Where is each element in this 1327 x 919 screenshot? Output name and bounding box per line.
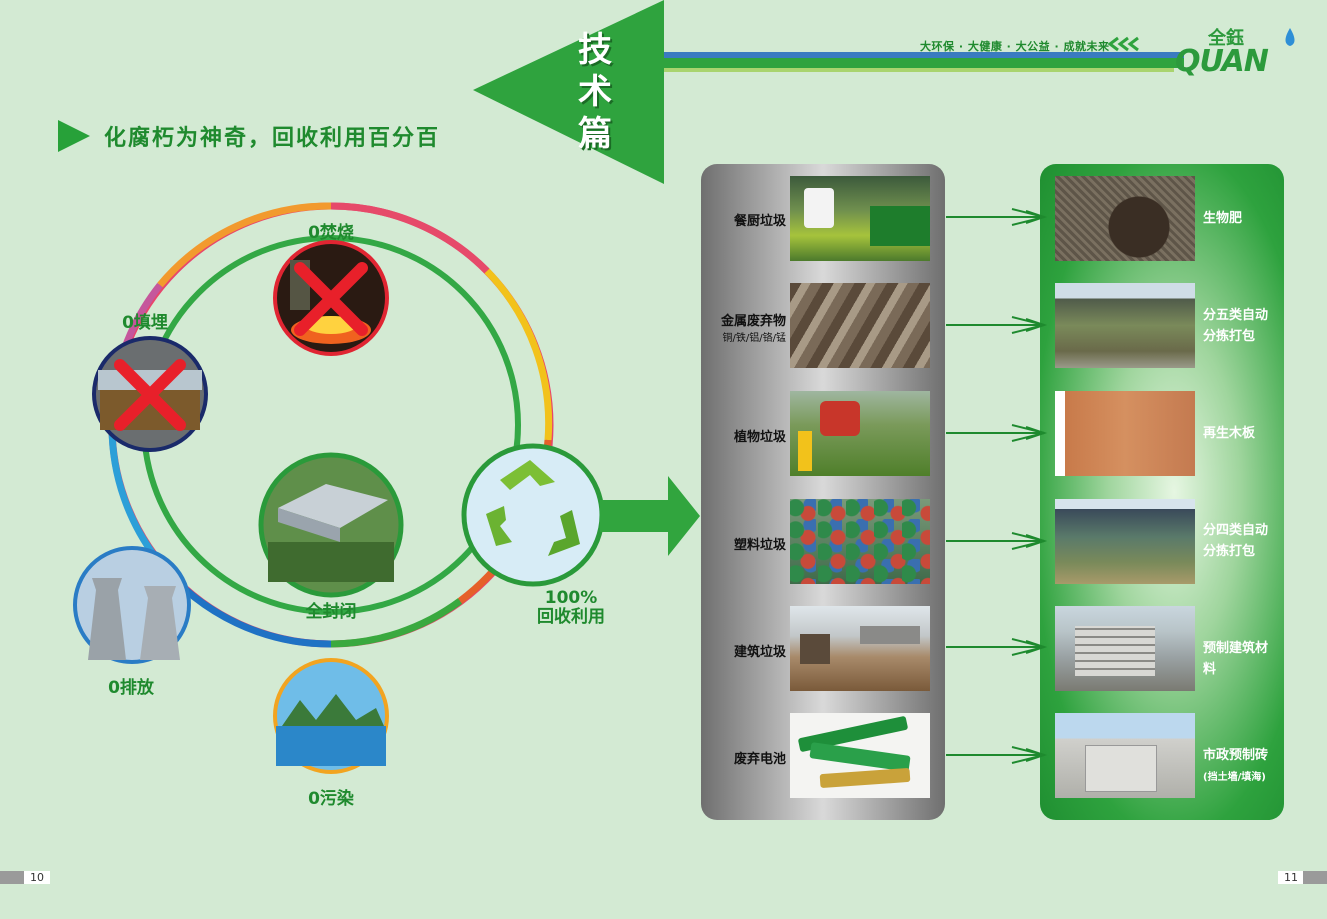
output-label: 生物肥 — [1203, 211, 1243, 226]
thumb-recycled-board — [1055, 391, 1195, 476]
page-number-right: 11 — [1278, 871, 1304, 884]
output-label: 分五类自动分拣打包 — [1203, 308, 1269, 344]
label-incineration: 0焚烧 — [308, 223, 354, 243]
input-label: 建筑垃圾 — [733, 645, 786, 660]
input-label: 金属废弃物 铜/铁/铝/铬/锰 — [696, 310, 786, 344]
header-stripe-light — [664, 68, 1174, 72]
recycle-icon — [461, 443, 605, 587]
output-label: 预制建筑材料 — [1203, 641, 1269, 677]
recycle-percent: 100% — [544, 588, 598, 608]
thumb-prefab-materials — [1055, 606, 1195, 691]
output-panel — [1040, 164, 1284, 820]
output-subtext: (挡土墙/填海) — [1203, 772, 1266, 783]
thumb-bio-fertilizer — [1055, 176, 1195, 261]
pollution-photo — [273, 658, 389, 774]
label-emission: 0排放 — [108, 678, 154, 698]
thumb-municipal-bricks — [1055, 713, 1195, 798]
landfill-photo — [92, 336, 208, 452]
output-label: 市政预制砖 (挡土墙/填海) — [1203, 745, 1283, 788]
ring-segment-yellow — [484, 268, 553, 441]
cycle-diagram — [73, 202, 700, 774]
thumb-plant-waste — [790, 391, 930, 476]
input-label: 植物垃圾 — [733, 430, 786, 445]
label-recycle: 100% 回收利用 — [526, 589, 616, 627]
water-drop-icon — [1285, 28, 1295, 46]
output-label: 再生木板 — [1203, 426, 1256, 441]
thumb-metal-bales — [1055, 283, 1195, 368]
logo-chinese: 全鈺 — [1208, 28, 1244, 49]
input-panel — [701, 164, 945, 820]
page-number-left: 10 — [24, 871, 50, 884]
ring-segment-pink — [330, 202, 490, 274]
section-triangle — [473, 0, 664, 184]
page-title: 化腐朽为神奇，回收利用百分百 — [104, 126, 441, 151]
ring-segment-amber — [157, 202, 332, 288]
logo-english: QUAN — [1175, 44, 1269, 79]
label-sealed: 全封闭 — [305, 602, 357, 622]
flow-arrow-icon — [600, 476, 700, 556]
header-graphics — [473, 0, 1295, 184]
input-text: 金属废弃物 — [720, 314, 786, 329]
emission-photo — [73, 546, 191, 664]
label-pollution: 0污染 — [308, 789, 354, 809]
thumb-batteries — [790, 713, 930, 798]
input-label: 塑料垃圾 — [733, 538, 786, 553]
input-label: 餐厨垃圾 — [733, 214, 786, 229]
factory-photo — [258, 452, 404, 598]
page-bar-left — [0, 871, 24, 884]
title-arrow-icon — [58, 120, 90, 152]
input-label: 废弃电池 — [733, 752, 786, 767]
thumb-plastic-waste — [790, 499, 930, 584]
output-label: 分四类自动分拣打包 — [1203, 523, 1269, 559]
header-stripe-green — [664, 58, 1184, 68]
header-stripe-blue — [664, 52, 1184, 58]
ring-segment-green — [330, 598, 463, 648]
input-subtext: 铜/铁/铝/铬/锰 — [722, 333, 786, 344]
thumb-kitchen-waste — [790, 176, 930, 261]
section-char-2: 术 — [578, 72, 612, 112]
slogan: 大环保 · 大健康 · 大公益 · 成就未来 — [920, 40, 1110, 53]
title-row: 化腐朽为神奇，回收利用百分百 — [58, 120, 440, 152]
chevron-arrows-icon — [1107, 36, 1139, 52]
output-text: 市政预制砖 — [1203, 748, 1269, 763]
thumb-construction-waste — [790, 606, 930, 691]
section-char-1: 技 — [578, 30, 612, 70]
recycle-text: 回收利用 — [537, 607, 605, 627]
thumb-metal-waste — [790, 283, 930, 368]
thumb-plastic-bales — [1055, 499, 1195, 584]
page-bar-right — [1303, 871, 1327, 884]
connector-arrows — [946, 208, 1048, 764]
label-landfill: 0填埋 — [122, 313, 168, 333]
section-char-3: 篇 — [578, 114, 612, 154]
incineration-photo — [273, 240, 389, 356]
